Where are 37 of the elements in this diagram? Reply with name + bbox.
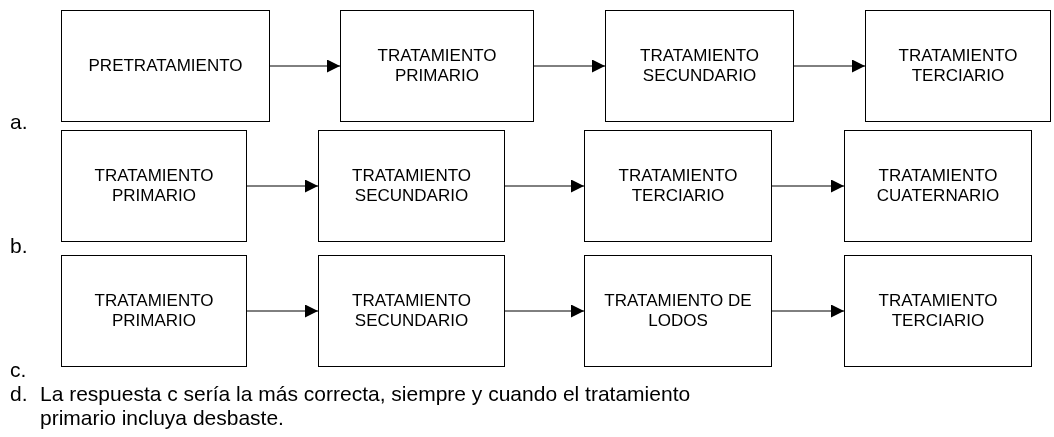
box-label: TRATAMIENTO PRIMARIO <box>93 166 215 206</box>
process-box <box>61 255 247 367</box>
box-label: TRATAMIENTO SECUNDARIO <box>351 166 472 206</box>
arrow <box>246 304 319 318</box>
option-letter: c. <box>10 358 28 382</box>
arrow <box>504 304 585 318</box>
process-box <box>61 130 247 242</box>
process-box <box>340 10 534 122</box>
arrow <box>533 59 606 73</box>
box-label: TRATAMIENTO CUATERNARIO <box>875 166 1001 206</box>
answer-text: La respuesta c sería la más correcta, siempre y cuando el tratamiento primario incluya desbaste. <box>40 382 692 430</box>
process-box <box>865 10 1051 122</box>
box-label: TRATAMIENTO TERCIARIO <box>617 166 739 206</box>
box-label: TRATAMIENTO TERCIARIO <box>897 46 1019 86</box>
box-label: TRATAMIENTO TERCIARIO <box>877 291 999 331</box>
process-box <box>61 10 270 122</box>
arrow <box>269 59 341 73</box>
box-label: TRATAMIENTO PRIMARIO <box>376 46 498 86</box>
process-box <box>844 130 1032 242</box>
arrow <box>793 59 866 73</box>
arrow <box>504 179 585 193</box>
process-box <box>318 130 505 242</box>
box-label: TRATAMIENTO DE LODOS <box>603 291 753 331</box>
process-box <box>318 255 505 367</box>
box-label: TRATAMIENTO SECUNDARIO <box>639 46 760 86</box>
box-label: TRATAMIENTO PRIMARIO <box>93 291 215 331</box>
process-box <box>584 255 772 367</box>
arrow <box>246 179 319 193</box>
option-letter: b. <box>10 234 29 258</box>
box-label: TRATAMIENTO SECUNDARIO <box>351 291 472 331</box>
process-box <box>844 255 1032 367</box>
option-letter: a. <box>10 110 29 134</box>
process-box <box>605 10 794 122</box>
box-label: PRETRATAMIENTO <box>88 56 243 76</box>
process-box <box>584 130 772 242</box>
arrow <box>771 179 845 193</box>
arrow <box>771 304 845 318</box>
